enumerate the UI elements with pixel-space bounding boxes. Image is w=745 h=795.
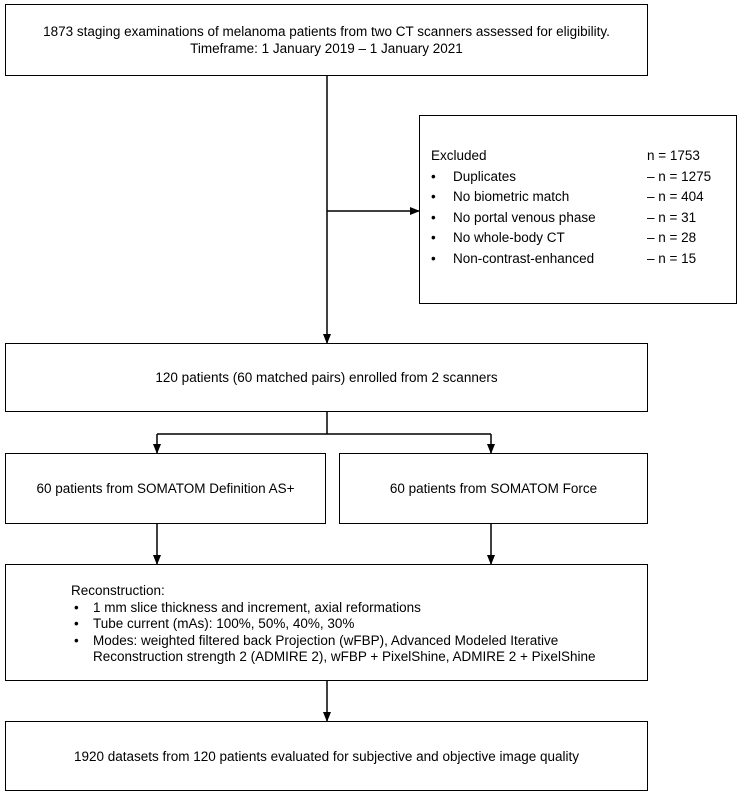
excluded-item-value: – n = 31 [647, 209, 697, 225]
timeframe-text: Timeframe: 1 January 2019 – 1 January 20… [190, 41, 463, 56]
eligibility-box: 1873 staging examinations of melanoma pa… [5, 4, 648, 76]
excluded-title: Excluded [431, 148, 487, 163]
evaluated-box: 1920 datasets from 120 patients evaluate… [5, 721, 648, 791]
excluded-item: • No whole-body CT – n = 28 [431, 228, 736, 249]
reconstruction-item: 1 mm slice thickness and increment, axia… [93, 599, 421, 615]
excluded-header: Excluded n = 1753 [431, 146, 736, 167]
excluded-item-label: No biometric match [453, 189, 570, 204]
scanner-right-text: 60 patients from SOMATOM Force [389, 481, 598, 496]
excluded-item-label: Non-contrast-enhanced [453, 250, 595, 266]
bullet-icon: • [431, 209, 436, 225]
bullet-icon: • [431, 168, 436, 184]
reconstruction-item: Tube current (mAs): 100%, 50%, 40%, 30% [93, 616, 355, 631]
excluded-item-value: – n = 1275 [647, 168, 712, 184]
scanner-right-box: 60 patients from SOMATOM Force [339, 453, 648, 524]
reconstruction-list: • 1 mm slice thickness and increment, ax… [71, 600, 637, 666]
bullet-icon: • [74, 616, 79, 631]
excluded-item: • No portal venous phase – n = 31 [431, 208, 736, 229]
excluded-item: • Non-contrast-enhanced – n = 15 [431, 249, 736, 270]
list-item: • Tube current (mAs): 100%, 50%, 40%, 30… [71, 616, 637, 633]
excluded-item: • No biometric match – n = 404 [431, 187, 736, 208]
list-item: • 1 mm slice thickness and increment, ax… [71, 600, 637, 617]
excluded-item-label: No portal venous phase [453, 209, 596, 225]
evaluated-text: 1920 datasets from 120 patients evaluate… [73, 748, 580, 764]
excluded-total: n = 1753 [647, 148, 700, 163]
reconstruction-item: Modes: weighted filtered back Projection… [93, 632, 596, 665]
excluded-item-value: – n = 15 [647, 250, 697, 266]
reconstruction-title: Reconstruction: [71, 583, 165, 598]
excluded-item-value: – n = 28 [647, 230, 697, 245]
enrolled-box: 120 patients (60 matched pairs) enrolled… [5, 343, 648, 412]
excluded-item-label: No whole-body CT [453, 230, 565, 245]
scanner-left-text: 60 patients from SOMATOM Definition AS+ [36, 481, 295, 496]
bullet-icon: • [74, 632, 79, 648]
bullet-icon: • [431, 250, 436, 266]
excluded-box: Excluded n = 1753 • Duplicates – n = 127… [419, 115, 737, 304]
bullet-icon: • [431, 230, 436, 245]
list-item: • Modes: weighted filtered back Projecti… [71, 633, 637, 666]
enrolled-text: 120 patients (60 matched pairs) enrolled… [155, 370, 498, 385]
excluded-item-label: Duplicates [453, 168, 517, 184]
bullet-icon: • [431, 189, 436, 204]
excluded-item-value: – n = 404 [647, 189, 704, 204]
eligibility-text: 1873 staging examinations of melanoma pa… [43, 24, 610, 39]
bullet-icon: • [74, 599, 79, 615]
excluded-item: • Duplicates – n = 1275 [431, 167, 736, 188]
scanner-left-box: 60 patients from SOMATOM Definition AS+ [5, 453, 326, 524]
reconstruction-box: Reconstruction: • 1 mm slice thickness a… [5, 564, 648, 681]
